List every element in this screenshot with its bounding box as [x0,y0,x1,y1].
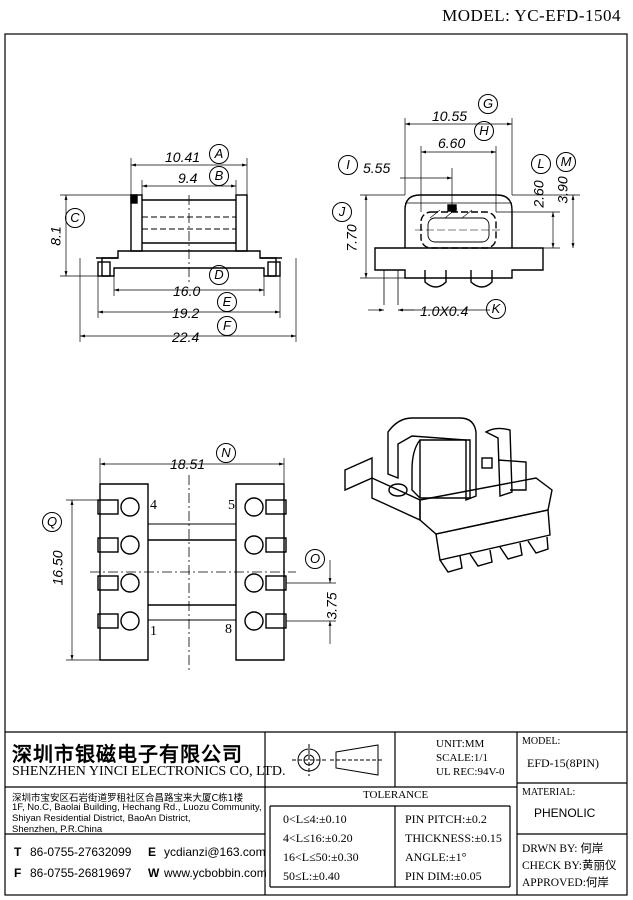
dim-e-value: 19.2 [172,305,200,321]
front-view [96,194,282,285]
dim-16-value: 16.0 [173,283,201,299]
company-name-cn: 深圳市银磁电子有限公司 [12,742,243,766]
model-label: MODEL: [522,736,561,747]
dim-ref-n: N [216,443,236,463]
pin-pitch-spec: PIN PITCH:±0.2 [405,812,487,826]
pin-number-1: 1 [150,624,157,639]
bottom-view [90,475,296,670]
dim-ref-b: B [209,166,229,186]
tolerance-title: TOLERANCE [363,789,429,801]
dim-ref-o: O [305,549,325,569]
dim-h-value: 6.60 [438,135,466,151]
dim-m-value: 3.90 [554,176,571,204]
dim-ref-l: L [531,154,551,174]
side-view [374,194,544,305]
dim-n-value: 18.51 [170,456,206,472]
thickness-spec: THICKNESS:±0.15 [405,831,502,845]
dim-ref-f: F [217,316,237,336]
tolerance-row-4: 50≤L:±0.40 [283,869,340,883]
drawing-border [4,33,628,896]
tolerance-row-1: 0<L≤4:±0.10 [283,812,347,826]
bottom-dimensions [66,458,336,661]
material-value: PHENOLIC [534,806,596,820]
angle-spec: ANGLE:±1° [405,850,467,864]
contact-phone: 86-0755-27632099 [30,845,132,859]
unit-label: UNIT:MM [436,738,485,750]
dim-q-value: 16.50 [49,550,66,586]
projection-symbol-icon [292,744,384,776]
company-name-en: SHENZHEN YINCI ELECTRONICS CO, LTD. [12,764,286,779]
contact-email-key: E [148,845,157,859]
address-en-line-3: Shenzhen, P.R.China [12,824,103,835]
contact-fax: 86-0755-26819697 [30,866,132,880]
contact-fax-key: F [14,866,22,880]
dim-ref-k: K [486,299,506,319]
address-en-line-2: Shiyan Residential District, BaoAn Distr… [12,813,191,824]
dim-ref-e: E [217,292,237,312]
contact-phone-key: T [14,845,22,859]
dim-c-value: 8.1 [47,226,64,246]
scale-label: SCALE:1/1 [436,752,488,764]
ul-rec-label: UL REC:94V-0 [436,766,505,778]
pin-number-4: 4 [150,498,157,513]
pin-number-8: 8 [225,622,232,637]
contact-email: ycdianzi@163.com [164,845,266,859]
contact-web-key: W [148,866,160,880]
dim-ref-j: J [332,202,352,222]
dim-ref-h: H [474,121,494,141]
dim-i-value: 5.55 [363,160,391,176]
title-block-lines [5,731,627,895]
dim-l-value: 2.60 [530,180,547,208]
tolerance-row-2: 4<L≤16:±0.20 [283,831,353,845]
dim-ref-d: D [209,265,229,285]
dim-ref-m: M [556,152,576,172]
isometric-view [344,417,553,573]
dim-g-value: 10.55 [432,108,468,124]
dim-ref-i: I [338,155,358,175]
tolerance-row-3: 16<L≤50:±0.30 [283,850,359,864]
dim-o-value: 3.75 [323,592,340,620]
dim-a-value: 10.41 [165,149,201,165]
pin-dim-spec: PIN DIM:±0.05 [405,869,482,883]
dim-ref-c: C [65,208,85,228]
dim-k-value: 1.0X0.4 [420,303,469,319]
model-title: MODEL: YC-EFD-1504 [442,6,621,25]
address-en-line-1: 1F, No.C, Baolai Building, Hechang Rd., … [12,802,262,813]
contact-web: www.ycbobbin.com [164,866,267,880]
checked-by: CHECK BY:黄丽仪 [522,860,617,872]
pin-number-5: 5 [228,498,235,513]
model-value: EFD-15(8PIN) [527,756,599,770]
dim-j-value: 7.70 [343,224,360,252]
front-dimensions [60,158,297,342]
address-cn: 深圳市宝安区石岩街道罗租社区合昌路宝来大厦C栋1楼 [12,793,244,804]
dim-f-value: 22.4 [172,329,200,345]
dim-ref-g: G [478,94,498,114]
drawn-by: DRWN BY: 何岸 [522,843,604,855]
side-dimensions [360,118,580,312]
approved-by: APPROVED:何岸 [522,877,609,889]
dim-ref-q: Q [42,512,62,532]
material-label: MATERIAL: [522,787,576,798]
dim-b-value: 9.4 [178,170,198,186]
dim-ref-a: A [209,144,229,164]
